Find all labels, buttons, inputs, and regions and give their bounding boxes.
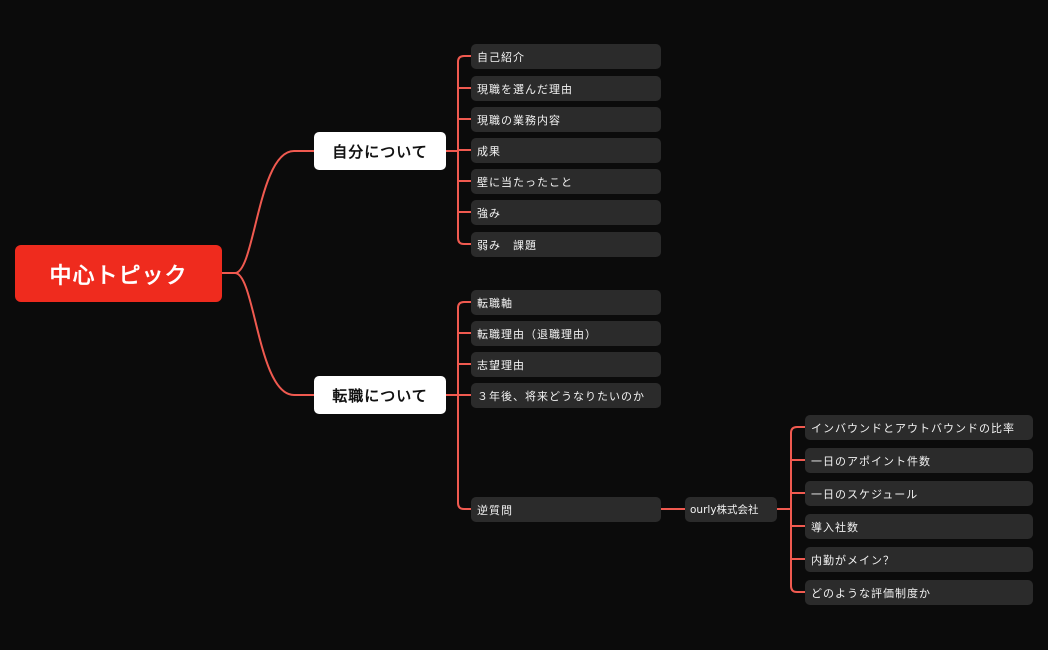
connector-job-change-hook-4 <box>457 502 472 510</box>
branch-about-self[interactable]: 自分について <box>314 132 446 170</box>
topic-reverse-question[interactable]: 逆質問 <box>471 497 661 522</box>
question-evaluation-system[interactable]: どのような評価制度か <box>805 580 1033 605</box>
topic-company[interactable]: ourly株式会社 <box>685 497 777 522</box>
topic-job-change-reason[interactable]: 転職理由（退職理由） <box>471 321 661 346</box>
topic-weaknesses[interactable]: 弱み 課題 <box>471 232 661 257</box>
connector-company-hook-0 <box>790 426 806 434</box>
question-number-of-clients[interactable]: 導入社数 <box>805 514 1033 539</box>
topic-reason-current-job[interactable]: 現職を選んだ理由 <box>471 76 661 101</box>
topic-achievements[interactable]: 成果 <box>471 138 661 163</box>
central-topic[interactable]: 中心トピック <box>15 245 222 302</box>
topic-strengths[interactable]: 強み <box>471 200 661 225</box>
connector-company-hook-5 <box>790 585 806 593</box>
question-daily-appointments[interactable]: 一日のアポイント件数 <box>805 448 1033 473</box>
connector-self-hook-0 <box>457 55 472 63</box>
connector-central-to-job-change <box>221 272 315 396</box>
topic-motivation[interactable]: 志望理由 <box>471 352 661 377</box>
question-mainly-inside-sales[interactable]: 内勤がメイン？ <box>805 547 1033 572</box>
topic-job-change-axis[interactable]: 転職軸 <box>471 290 661 315</box>
question-daily-schedule[interactable]: 一日のスケジュール <box>805 481 1033 506</box>
connector-central-to-self <box>221 150 315 274</box>
question-inbound-outbound-ratio[interactable]: インバウンドとアウトバウンドの比率 <box>805 415 1033 440</box>
connector-self-hook-6 <box>457 237 472 245</box>
connector-job-change-hook-0 <box>457 301 472 309</box>
topic-current-duties[interactable]: 現職の業務内容 <box>471 107 661 132</box>
branch-about-job-change[interactable]: 転職について <box>314 376 446 414</box>
topic-obstacles[interactable]: 壁に当たったこと <box>471 169 661 194</box>
topic-future-vision[interactable]: ３年後、将来どうなりたいのか <box>471 383 661 408</box>
topic-self-introduction[interactable]: 自己紹介 <box>471 44 661 69</box>
